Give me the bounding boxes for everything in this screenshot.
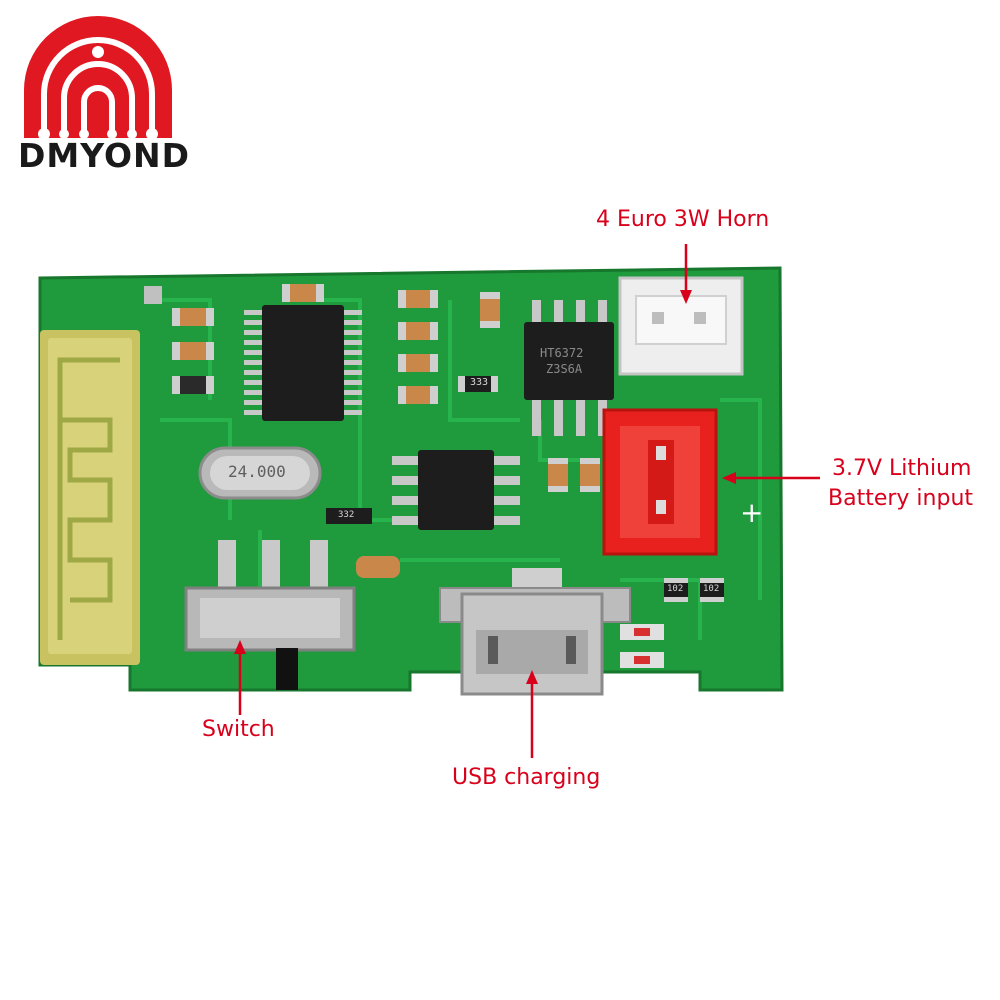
resistor-102-b-label: 102 [703,584,720,594]
resistor-102-a-label: 102 [667,584,684,594]
brand-name: DMYOND [18,136,191,175]
crystal-label: 24.000 [228,462,286,481]
switch-label: Switch [202,717,275,742]
brand-logo-icon [24,16,172,140]
usb-label: USB charging [452,765,601,790]
resistor-333-label: 333 [470,377,489,388]
battery-label-line1: 3.7V Lithium [832,456,972,481]
resistor-332-label: 332 [338,510,355,520]
horn-label: 4 Euro 3W Horn [596,207,770,232]
battery-label-line2: Battery input [828,486,974,511]
amp-chip-label-2: Z3S6A [546,362,583,376]
plus-sign: + [740,496,764,529]
amp-chip-label-1: HT6372 [540,346,584,360]
